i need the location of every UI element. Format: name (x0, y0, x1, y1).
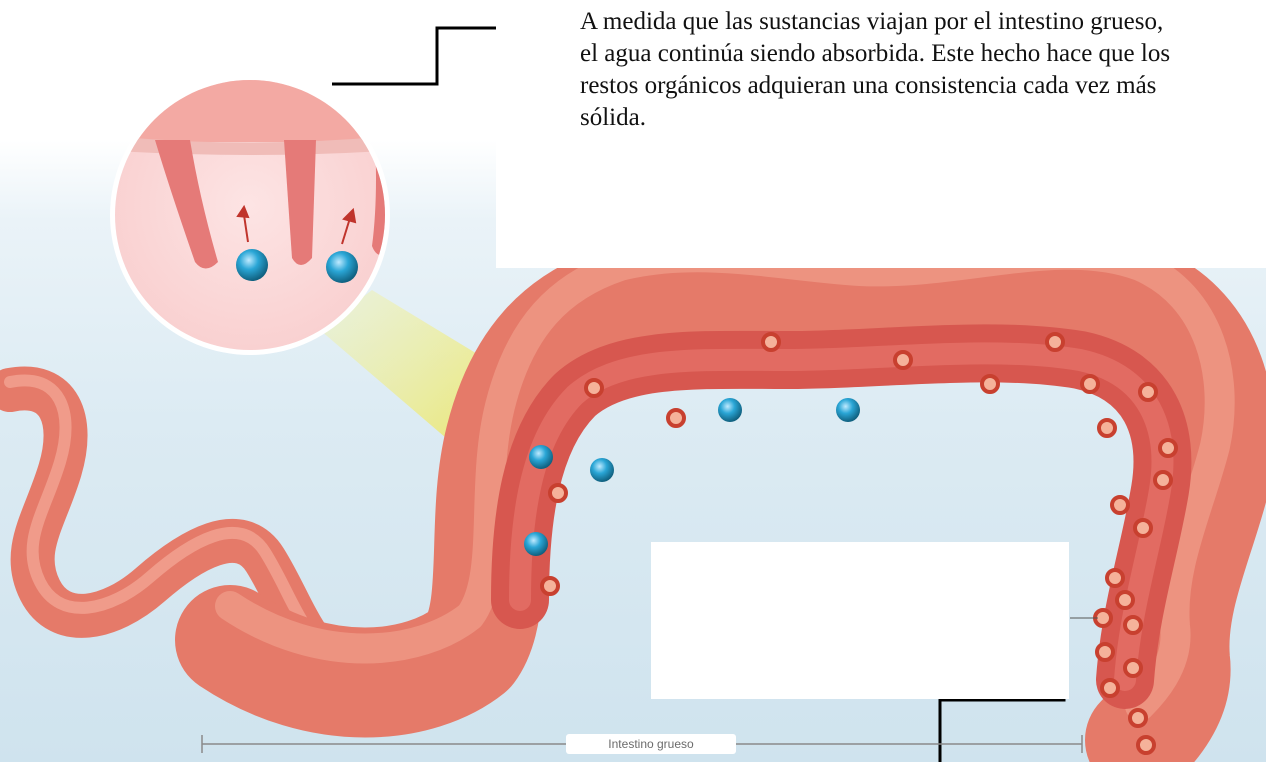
waste-particle (982, 376, 998, 392)
water-particle (718, 398, 742, 422)
waste-particle (1047, 334, 1063, 350)
waste-particle (668, 410, 684, 426)
callout-text: A medida que las sustancias viajan por e… (580, 6, 1180, 134)
waste-particle (550, 485, 566, 501)
waste-particle (1140, 384, 1156, 400)
waste-particle (1125, 660, 1141, 676)
waste-particle (1135, 520, 1151, 536)
waste-particle (1125, 617, 1141, 633)
waste-particle (1117, 592, 1133, 608)
waste-particle (586, 380, 602, 396)
waste-particle (895, 352, 911, 368)
waste-particle (1138, 737, 1154, 753)
villus (372, 140, 410, 255)
waste-particle (1102, 680, 1118, 696)
waste-particle (542, 578, 558, 594)
waste-particle (1099, 420, 1115, 436)
waste-particle (763, 334, 779, 350)
waste-particle (1130, 710, 1146, 726)
scale-label: Intestino grueso (566, 734, 736, 754)
waste-particle (1155, 472, 1171, 488)
waste-particle (1107, 570, 1123, 586)
answer-box[interactable] (651, 542, 1069, 699)
water-particle (836, 398, 860, 422)
water-particle (326, 251, 358, 283)
waste-particle (1097, 644, 1113, 660)
water-particle (524, 532, 548, 556)
waste-particle (1112, 497, 1128, 513)
callout-text-box: A medida que las sustancias viajan por e… (496, 0, 1266, 268)
waste-particle (1082, 376, 1098, 392)
waste-particle (1160, 440, 1176, 456)
water-particle (529, 445, 553, 469)
water-particle (590, 458, 614, 482)
water-particle (236, 249, 268, 281)
